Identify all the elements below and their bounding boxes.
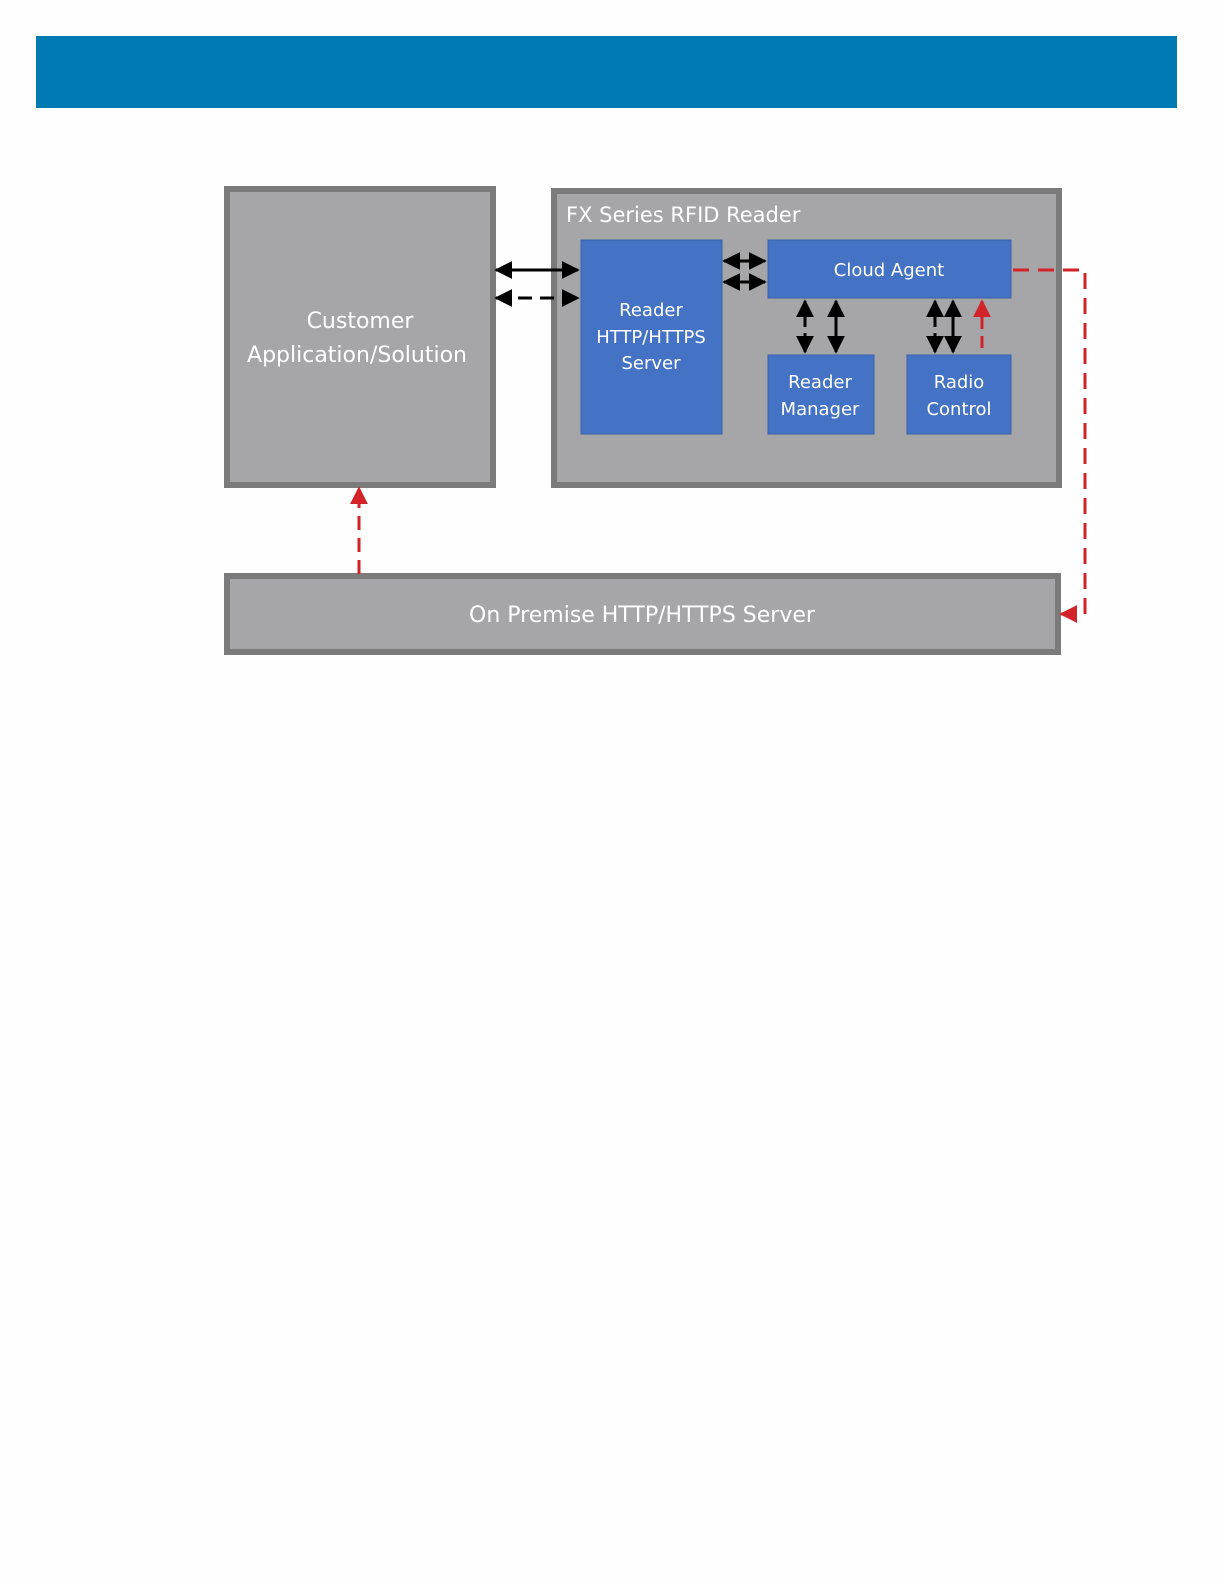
reader-http-server-line1: Reader	[619, 300, 683, 321]
rfid-reader-title: FX Series RFID Reader	[566, 203, 801, 227]
reader-manager-line1: Reader	[788, 372, 852, 393]
customer-app-line1: Customer	[307, 309, 415, 334]
radio-control-line2: Control	[926, 399, 991, 420]
reader-http-server-line3: Server	[621, 353, 681, 374]
on-premise-server-label: On Premise HTTP/HTTPS Server	[469, 603, 816, 628]
cloud-agent-box: Cloud Agent	[768, 240, 1011, 298]
radio-control-line1: Radio	[934, 372, 985, 393]
reader-manager-box: Reader Manager	[768, 355, 874, 434]
radio-control-box: Radio Control	[907, 355, 1011, 434]
customer-application-box: Customer Application/Solution	[227, 189, 493, 485]
reader-http-server-line2: HTTP/HTTPS	[596, 327, 706, 348]
customer-app-line2: Application/Solution	[247, 343, 467, 368]
reader-manager-line2: Manager	[781, 399, 860, 420]
on-premise-server-box: On Premise HTTP/HTTPS Server	[227, 576, 1058, 652]
cloud-agent-label: Cloud Agent	[834, 260, 944, 281]
reader-http-server-box: Reader HTTP/HTTPS Server	[581, 240, 722, 434]
